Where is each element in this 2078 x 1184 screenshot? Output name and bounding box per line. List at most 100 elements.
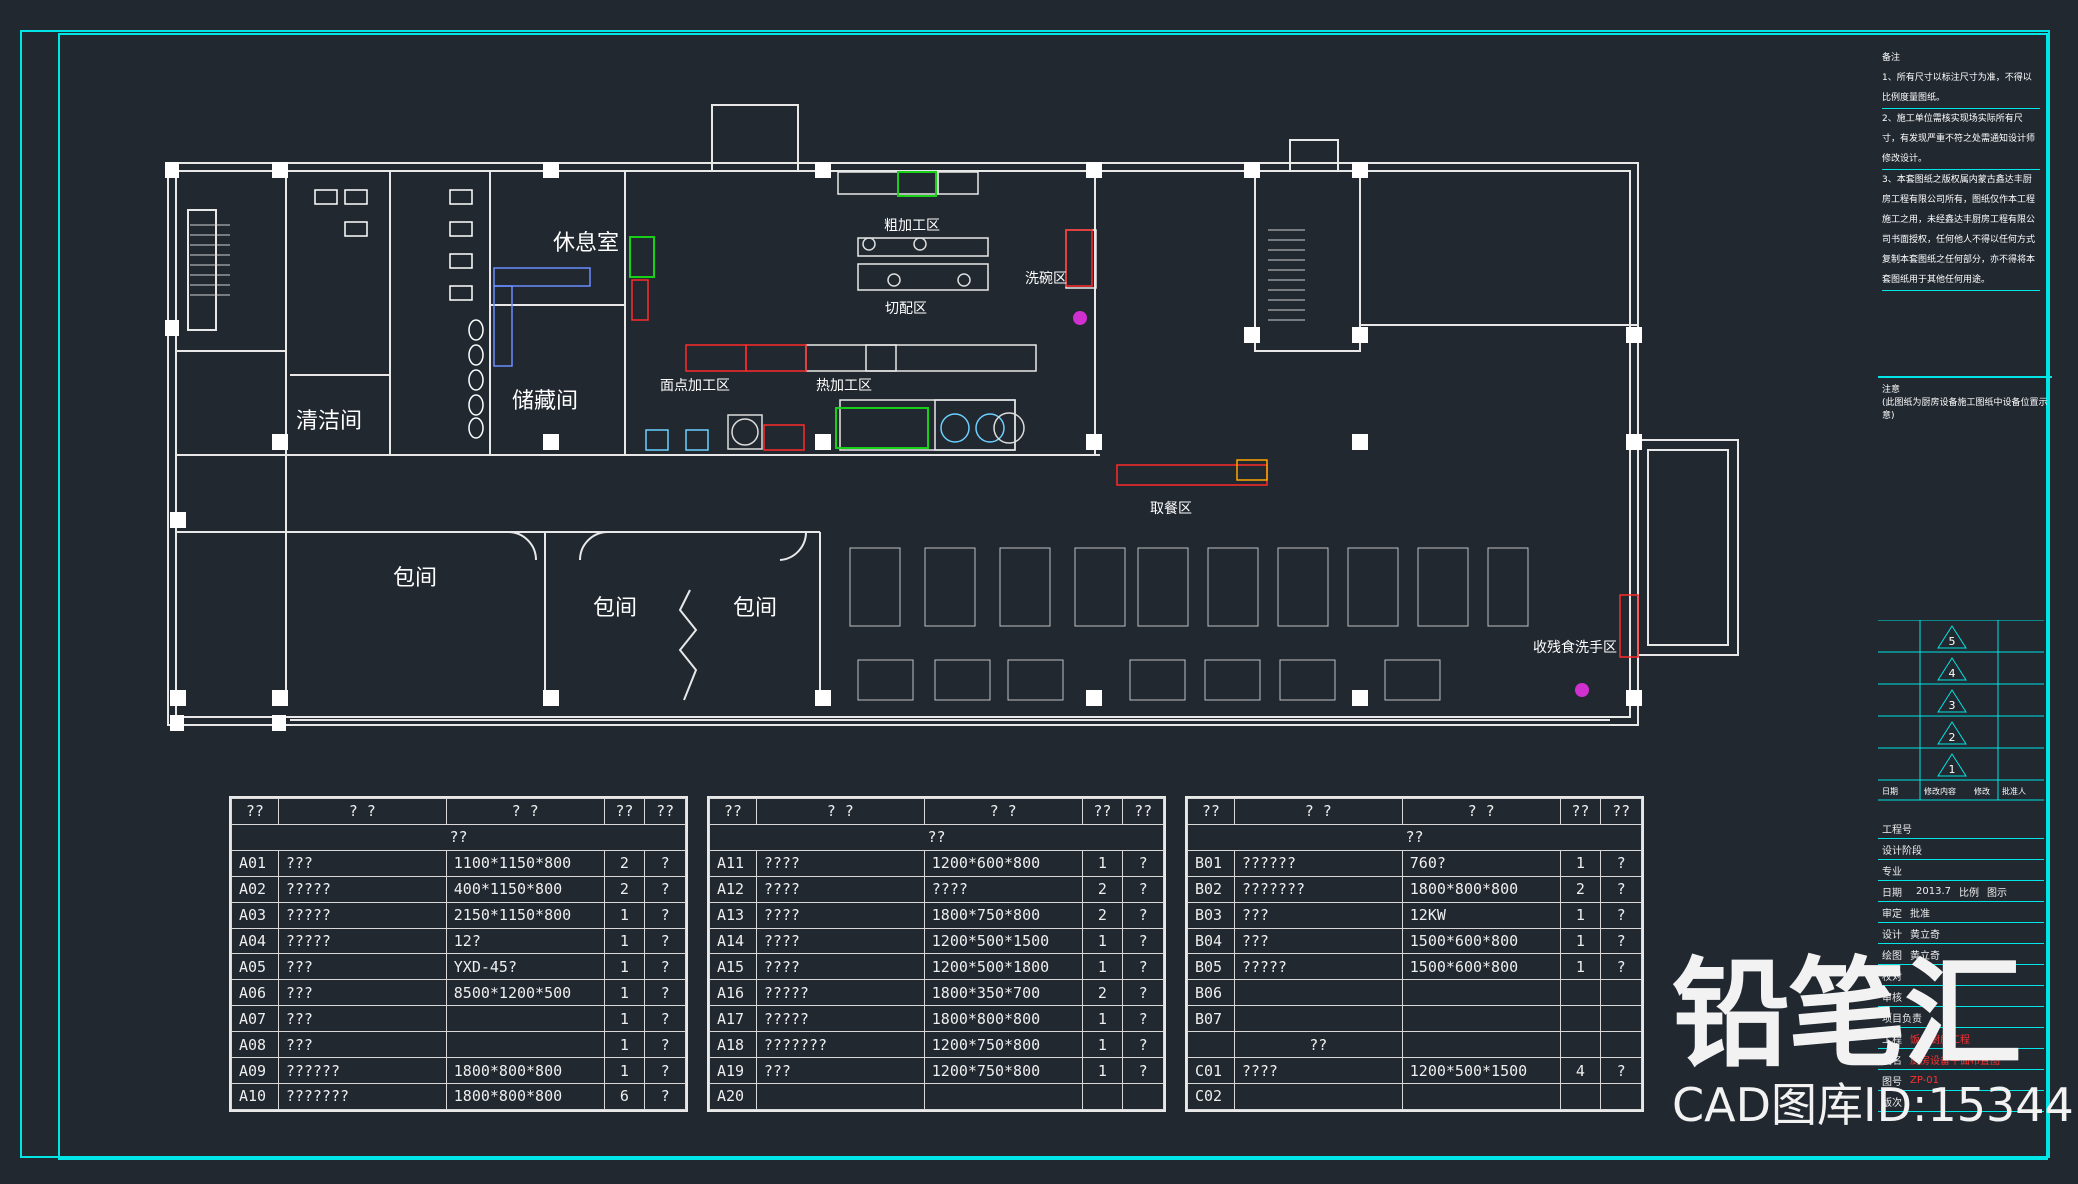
cell: ??????	[277, 1057, 447, 1084]
cell	[1559, 1082, 1602, 1111]
cell: 6	[603, 1082, 646, 1111]
header-cell: ? ?	[923, 798, 1083, 825]
cell: ?	[1600, 875, 1642, 903]
tb-row: 审核	[1878, 986, 2044, 1007]
zone-label-pastry: 面点加工区	[660, 378, 730, 394]
cell: A15	[709, 953, 757, 981]
cell: B07	[1187, 1005, 1235, 1033]
cell: A04	[231, 927, 279, 955]
scale-label: 比例	[1959, 887, 1979, 899]
cell: A01	[231, 849, 279, 877]
cell: ?	[644, 875, 686, 903]
cell: 1800*350*700	[923, 979, 1083, 1007]
zone-label-rough: 粗加工区	[884, 218, 940, 234]
room-label-cleaning: 清洁间	[296, 409, 362, 434]
note-item: 3、本套图纸之版权属内蒙古鑫达丰厨房工程有限公司所有，图纸仅作本工程施工之用，未…	[1882, 170, 2040, 291]
note-item: 1、所有尺寸以标注尺寸为准，不得以比例度量图纸。	[1882, 68, 2040, 109]
cell: 1	[1081, 849, 1124, 877]
cell: ????	[755, 849, 925, 877]
cell	[1401, 979, 1561, 1007]
cell: A06	[231, 979, 279, 1007]
room-label-private-1: 包间	[393, 566, 437, 591]
cell: B01	[1187, 849, 1235, 877]
cell: ?	[644, 849, 686, 877]
cell: ???	[277, 1031, 447, 1059]
cell: 1	[1081, 1031, 1124, 1059]
header-cell: ??	[1081, 798, 1124, 825]
tb-key: 工程	[1882, 1034, 1902, 1046]
cell: A02	[231, 875, 279, 903]
table-row: A12????????2?	[709, 875, 1164, 903]
cell: ??????	[1233, 849, 1403, 877]
table-section-row: ??	[1187, 823, 1642, 851]
cell: ??	[1233, 1031, 1403, 1059]
cell: 2150*1150*800	[445, 901, 605, 929]
cell: ?	[1122, 1031, 1164, 1059]
cell: ???	[1233, 927, 1403, 955]
cell: 2	[1081, 979, 1124, 1007]
cell: ?	[1122, 901, 1164, 929]
cell: ????	[755, 927, 925, 955]
zone-label-cut: 切配区	[885, 301, 927, 317]
cell: C01	[1187, 1057, 1235, 1084]
table-row: A05???YXD-45?1?	[231, 953, 686, 981]
cell: 2	[603, 849, 646, 877]
cell: 1	[1081, 953, 1124, 981]
watermark-id: CAD图库ID:15344	[1672, 1078, 2074, 1132]
cell: A05	[231, 953, 279, 981]
cell	[1401, 1082, 1561, 1111]
table-header-row: ?? ? ? ? ? ?? ??	[231, 798, 686, 825]
cell: 2	[1081, 875, 1124, 903]
cell: ????	[1233, 1057, 1403, 1084]
table-section-row: ??	[709, 823, 1164, 851]
header-cell: ??	[1187, 798, 1235, 825]
header-cell: ? ?	[1401, 798, 1561, 825]
table-row: A08???1?	[231, 1031, 686, 1059]
cell: 1200*750*800	[923, 1057, 1083, 1084]
tb-value: 黄立奇	[1910, 929, 1940, 941]
notes-panel: 备注 1、所有尺寸以标注尺寸为准，不得以比例度量图纸。 2、施工单位需核实现场实…	[1878, 40, 2052, 1156]
cell: 1800*750*800	[923, 901, 1083, 929]
cell: 1800*800*800	[445, 1057, 605, 1084]
table-row: C02	[1187, 1082, 1642, 1111]
cell: ?	[1600, 953, 1642, 981]
cell: ?	[644, 927, 686, 955]
cell	[1187, 1031, 1235, 1059]
header-cell: ??	[1122, 798, 1164, 825]
cell: ?	[644, 901, 686, 929]
cell: ???	[277, 979, 447, 1007]
cell: 1	[1081, 1005, 1124, 1033]
tb-row: 图名厨房设备平面布置图	[1878, 1049, 2044, 1070]
tb-key: 图号	[1882, 1076, 1902, 1088]
zone-label-serve: 取餐区	[1150, 501, 1192, 517]
table-header-row: ?? ? ? ? ? ?? ??	[709, 798, 1164, 825]
cell: ?	[1122, 979, 1164, 1007]
cell: 1200*750*800	[923, 1031, 1083, 1059]
rev-label: 3	[1949, 699, 1956, 712]
cell	[1233, 1082, 1403, 1111]
rev-label: 1	[1949, 763, 1956, 776]
cell: ????	[923, 875, 1083, 903]
cell: A11	[709, 849, 757, 877]
rev-header: 修改	[1974, 786, 1990, 796]
tb-key: 日期	[1882, 887, 1902, 899]
cell: A08	[231, 1031, 279, 1059]
tb-value: 黄立奇	[1910, 950, 1940, 962]
tb-key: 设计阶段	[1882, 845, 1922, 857]
tb-key: 绘图	[1882, 950, 1902, 962]
section-cell: ??	[709, 823, 1164, 851]
cell	[1559, 1031, 1602, 1059]
room-label-rest: 休息室	[553, 231, 619, 256]
table-row: A20	[709, 1082, 1164, 1111]
cell: 8500*1200*500	[445, 979, 605, 1007]
cell: B03	[1187, 901, 1235, 929]
